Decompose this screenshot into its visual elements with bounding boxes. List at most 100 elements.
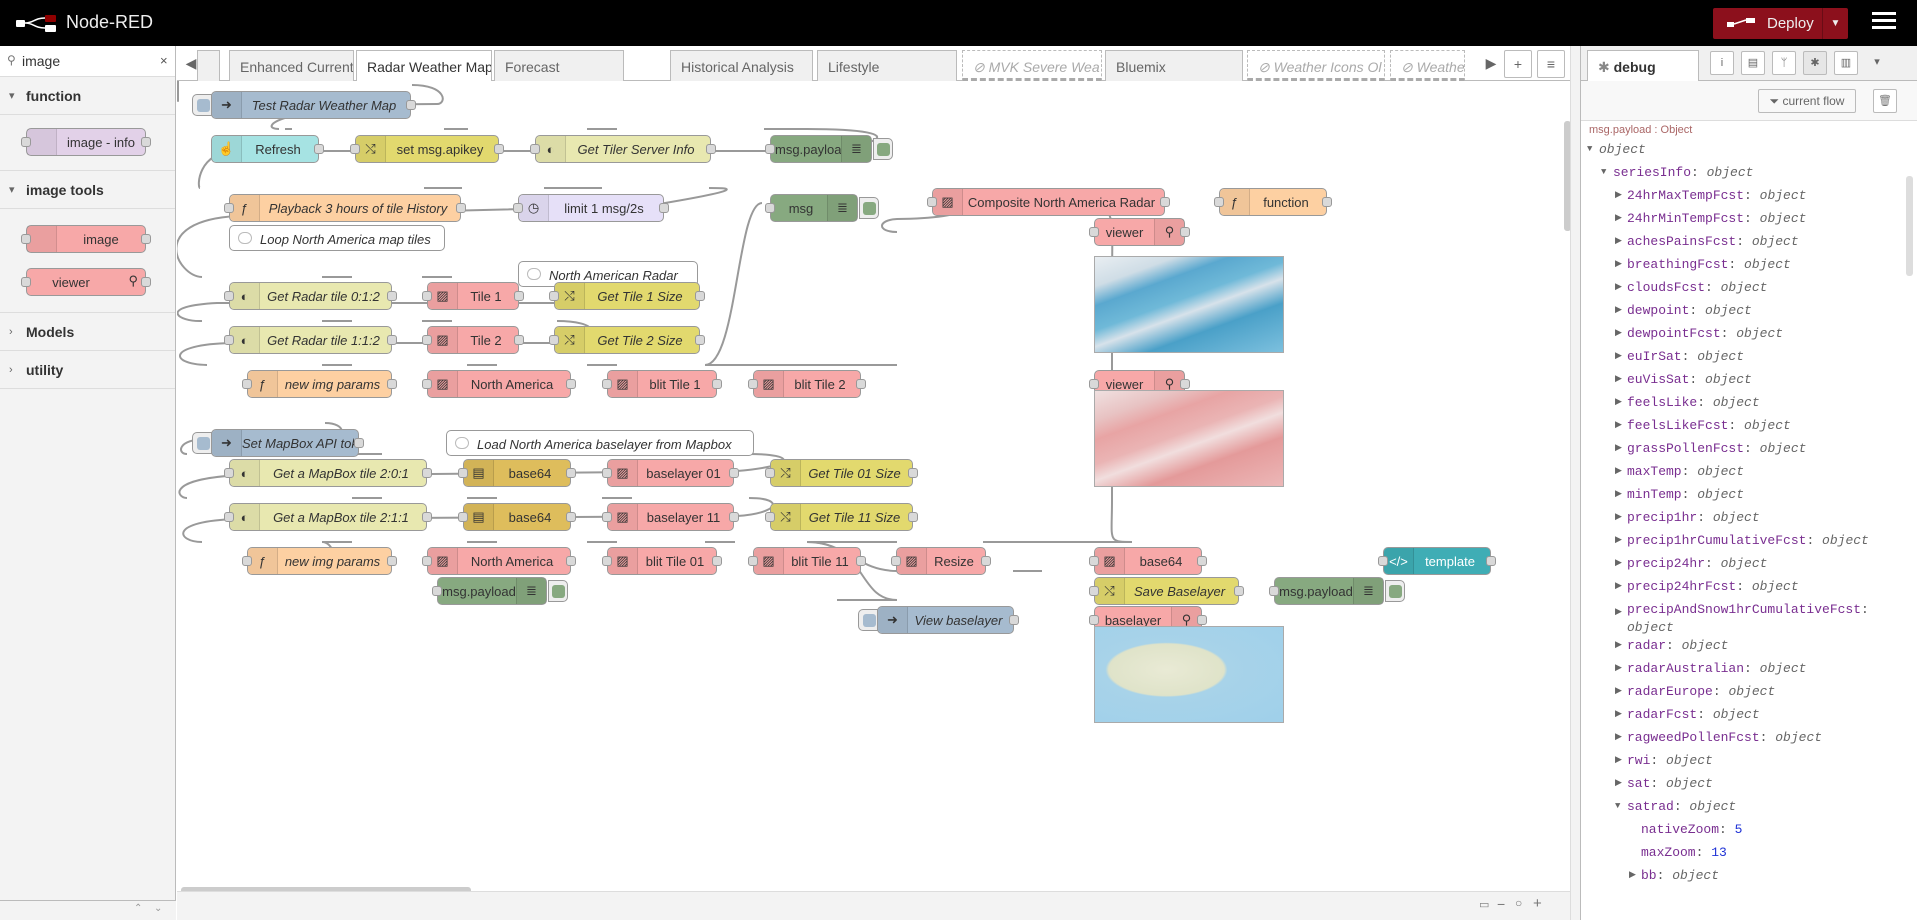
palette-category-utility[interactable]: ›utility bbox=[0, 351, 175, 389]
input-port[interactable] bbox=[242, 379, 252, 389]
input-port[interactable] bbox=[1089, 379, 1099, 389]
input-port[interactable] bbox=[765, 203, 775, 213]
debug-tree-row[interactable]: ▶precip1hr: object bbox=[1581, 506, 1901, 529]
input-port[interactable] bbox=[765, 468, 775, 478]
input-port[interactable] bbox=[748, 379, 758, 389]
node-refresh[interactable]: ☝Refresh bbox=[211, 135, 324, 163]
debug-tree-row[interactable]: ▶radarEurope: object bbox=[1581, 680, 1901, 703]
comment-load[interactable]: Load North America baselayer from Mapbox bbox=[446, 430, 754, 456]
caret-right-icon[interactable]: ▶ bbox=[1615, 305, 1622, 315]
input-port[interactable] bbox=[549, 335, 559, 345]
input-port[interactable] bbox=[891, 556, 901, 566]
input-port[interactable] bbox=[748, 556, 758, 566]
palette-category-models[interactable]: ›Models bbox=[0, 313, 175, 351]
output-port[interactable] bbox=[1160, 197, 1170, 207]
caret-right-icon[interactable]: ▶ bbox=[1615, 663, 1622, 673]
debug-tree-row[interactable]: ▶feelsLikeFcst: object bbox=[1581, 414, 1901, 437]
input-port[interactable] bbox=[458, 468, 468, 478]
input-port[interactable] bbox=[1378, 556, 1388, 566]
palette-node-image[interactable]: image bbox=[21, 225, 151, 253]
tab-historical-analysis[interactable]: Historical Analysis bbox=[670, 50, 813, 81]
palette-node-image-info[interactable]: image - info bbox=[21, 128, 151, 156]
input-port[interactable] bbox=[422, 556, 432, 566]
input-port[interactable] bbox=[1269, 586, 1279, 596]
debug-tree-row[interactable]: ▶grassPollenFcst: object bbox=[1581, 437, 1901, 460]
caret-right-icon[interactable]: ▶ bbox=[1615, 535, 1622, 545]
output-port[interactable] bbox=[566, 512, 576, 522]
inject-button[interactable] bbox=[192, 432, 212, 454]
palette-category-function[interactable]: ▾function bbox=[0, 77, 175, 115]
node-msg-payload-3[interactable]: msg.payload≣ bbox=[1269, 577, 1405, 605]
node-tile1-size[interactable]: ⤭Get Tile 1 Size bbox=[549, 282, 705, 310]
git-icon[interactable]: ᛘ bbox=[1772, 51, 1796, 75]
chart-icon[interactable]: ▥ bbox=[1834, 51, 1858, 75]
tab-hidden[interactable] bbox=[197, 50, 220, 81]
node-test-radar[interactable]: ➜Test Radar Weather Map bbox=[192, 91, 416, 119]
node-blit-tile2[interactable]: ▨blit Tile 2 bbox=[748, 370, 866, 398]
tab-forecast[interactable]: Forecast bbox=[494, 50, 624, 81]
output-port[interactable] bbox=[695, 335, 705, 345]
output-port[interactable] bbox=[712, 379, 722, 389]
palette-category-image-tools[interactable]: ▾image tools bbox=[0, 171, 175, 209]
debug-tree-row[interactable]: ▶dewpoint: object bbox=[1581, 299, 1901, 322]
input-port[interactable] bbox=[422, 291, 432, 301]
debug-tree-row[interactable]: ▶precipAndSnow1hrCumulativeFcst: object bbox=[1615, 602, 1869, 635]
list-flows-icon[interactable]: ≡ bbox=[1537, 50, 1565, 78]
comment-loop[interactable]: Loop North America map tiles bbox=[229, 225, 445, 251]
caret-right-icon[interactable]: ▶ bbox=[1615, 282, 1622, 292]
output-port[interactable] bbox=[566, 556, 576, 566]
output-port[interactable] bbox=[422, 468, 432, 478]
node-base64-2[interactable]: ▤base64 bbox=[458, 503, 576, 531]
sidebar-scrollbar[interactable] bbox=[1906, 176, 1913, 276]
output-port[interactable] bbox=[314, 144, 324, 154]
caret-right-icon[interactable]: ▶ bbox=[1615, 558, 1622, 568]
info-icon[interactable]: i bbox=[1710, 51, 1734, 75]
input-port[interactable] bbox=[513, 203, 523, 213]
input-port[interactable] bbox=[224, 468, 234, 478]
node-tile11-size[interactable]: ⤭Get Tile 11 Size bbox=[765, 503, 918, 531]
node-msg[interactable]: msg≣ bbox=[765, 194, 879, 222]
main-menu-button[interactable] bbox=[1872, 12, 1896, 34]
node-save-baselayer[interactable]: ⤭Save Baselayer bbox=[1089, 577, 1244, 605]
caret-right-icon[interactable]: ▶ bbox=[1615, 443, 1622, 453]
tab-weather[interactable]: ⊘ Weathe bbox=[1390, 50, 1465, 81]
node-set-apikey[interactable]: ⤭set msg.apikey bbox=[350, 135, 504, 163]
node-mapbox-211[interactable]: ◐Get a MapBox tile 2:1:1 bbox=[224, 503, 432, 531]
deploy-button[interactable]: Deploy ▼ bbox=[1713, 8, 1848, 39]
caret-right-icon[interactable]: ▶ bbox=[1615, 512, 1622, 522]
output-port[interactable] bbox=[514, 291, 524, 301]
node-composite[interactable]: ▨Composite North America Radar bbox=[927, 188, 1170, 216]
output-port[interactable] bbox=[566, 379, 576, 389]
vertical-scrollbar[interactable] bbox=[1564, 121, 1570, 231]
input-port[interactable] bbox=[765, 144, 775, 154]
node-radar-tile-012[interactable]: ◐Get Radar tile 0:1:2 bbox=[224, 282, 397, 310]
debug-tree-row[interactable]: ▶radarAustralian: object bbox=[1581, 657, 1901, 680]
caret-right-icon[interactable]: ▶ bbox=[1615, 466, 1622, 476]
zoom-reset-icon[interactable]: ○ bbox=[1515, 896, 1523, 910]
add-flow-icon[interactable]: + bbox=[1504, 50, 1532, 78]
debug-tree-row[interactable]: ▶bb: object bbox=[1581, 864, 1901, 887]
debug-tree-row[interactable]: ▶minTemp: object bbox=[1581, 483, 1901, 506]
palette-search-input[interactable] bbox=[22, 53, 152, 69]
tab-enhanced-current[interactable]: Enhanced Current C bbox=[229, 50, 354, 81]
node-get-tiler[interactable]: ◐Get Tiler Server Info bbox=[530, 135, 716, 163]
output-port[interactable] bbox=[659, 203, 669, 213]
node-blit-tile1[interactable]: ▨blit Tile 1 bbox=[602, 370, 722, 398]
node-base64-1[interactable]: ▤base64 bbox=[458, 459, 576, 487]
node-north-america-1[interactable]: ▨North America bbox=[422, 370, 576, 398]
debug-tree-row[interactable]: ▶breathingFcst: object bbox=[1581, 253, 1901, 276]
debug-tree-row[interactable]: ▶feelsLike: object bbox=[1581, 391, 1901, 414]
node-blit-tile01[interactable]: ▨blit Tile 01 bbox=[602, 547, 722, 575]
debug-tree-row[interactable]: ▶achesPainsFcst: object bbox=[1581, 230, 1901, 253]
caret-right-icon[interactable]: ▶ bbox=[1615, 236, 1622, 246]
caret-down-icon[interactable]: ▼ bbox=[1615, 801, 1621, 811]
caret-right-icon[interactable]: ▶ bbox=[1615, 397, 1622, 407]
inject-button[interactable] bbox=[858, 609, 878, 631]
debug-tree-row[interactable]: ▶sat: object bbox=[1581, 772, 1901, 795]
output-port[interactable] bbox=[908, 468, 918, 478]
caret-right-icon[interactable]: ▶ bbox=[1629, 870, 1636, 880]
node-view-baselayer[interactable]: ➜View baselayer bbox=[858, 606, 1019, 634]
debug-tree-row[interactable]: ▶euIrSat: object bbox=[1581, 345, 1901, 368]
